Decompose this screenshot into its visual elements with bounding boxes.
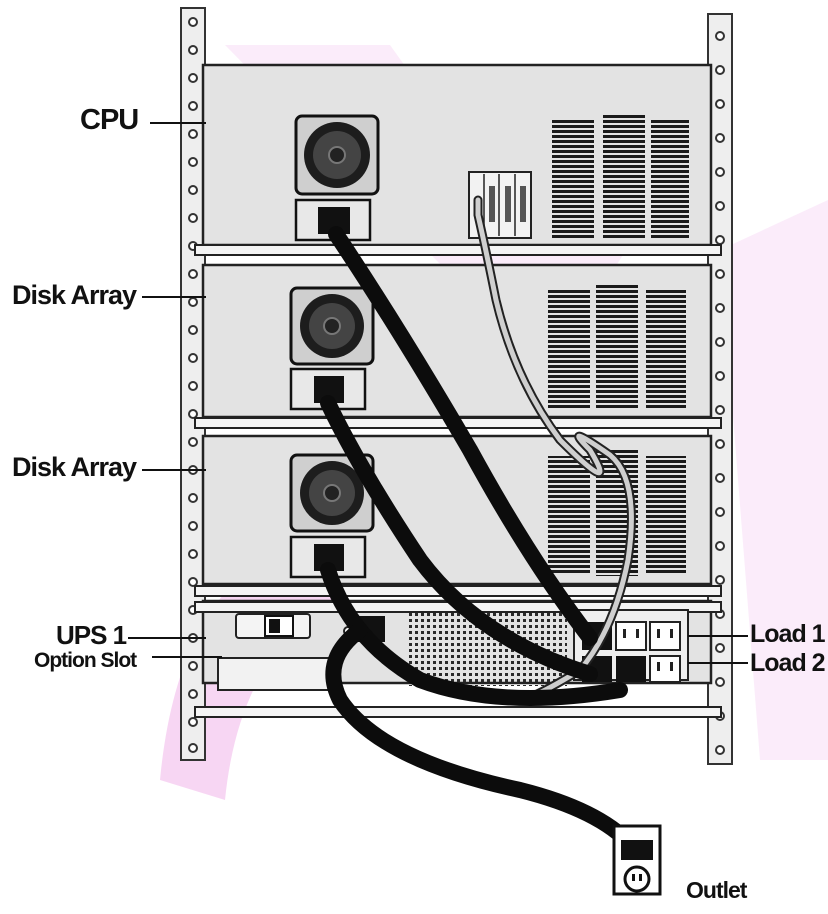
cpu-label: CPU bbox=[80, 104, 139, 136]
load-2-label: Load 2 bbox=[750, 649, 826, 677]
disk-array-2-chassis bbox=[201, 434, 713, 586]
rail-bar bbox=[194, 244, 722, 256]
cpu-vent-grille bbox=[552, 113, 689, 239]
wall-outlet bbox=[612, 824, 662, 896]
disk-array-1-chassis bbox=[201, 263, 713, 419]
option-slot-cover bbox=[217, 657, 337, 691]
cpu-fan bbox=[294, 114, 380, 196]
power-cables bbox=[320, 226, 640, 854]
disk-array-2-power-cable bbox=[320, 562, 628, 706]
cpu-power-inlet bbox=[294, 198, 372, 242]
cpu-power-cable bbox=[328, 226, 598, 646]
cpu-chassis bbox=[201, 63, 713, 247]
ups-label: UPS 1 bbox=[56, 620, 127, 650]
disk-array-1-fan bbox=[289, 286, 375, 366]
disk-array-1-power-cable bbox=[320, 395, 598, 682]
signal-cable bbox=[473, 195, 636, 705]
rail-bar bbox=[194, 706, 722, 718]
outlet-label: Outlet bbox=[686, 877, 747, 903]
ups-input-cable bbox=[325, 622, 640, 854]
disk-array-2-fan bbox=[289, 453, 375, 533]
option-slot-label: Option Slot bbox=[34, 649, 137, 672]
left-rack-rail bbox=[180, 7, 206, 761]
disk-array-1-vent-grille bbox=[548, 283, 686, 409]
load-1-label: Load 1 bbox=[750, 620, 826, 648]
disk-array-2-label: Disk Array bbox=[12, 452, 137, 482]
leader-lines bbox=[128, 122, 748, 664]
disk-array-1-label: Disk Array bbox=[12, 280, 137, 310]
ups-power-switch bbox=[235, 613, 311, 639]
